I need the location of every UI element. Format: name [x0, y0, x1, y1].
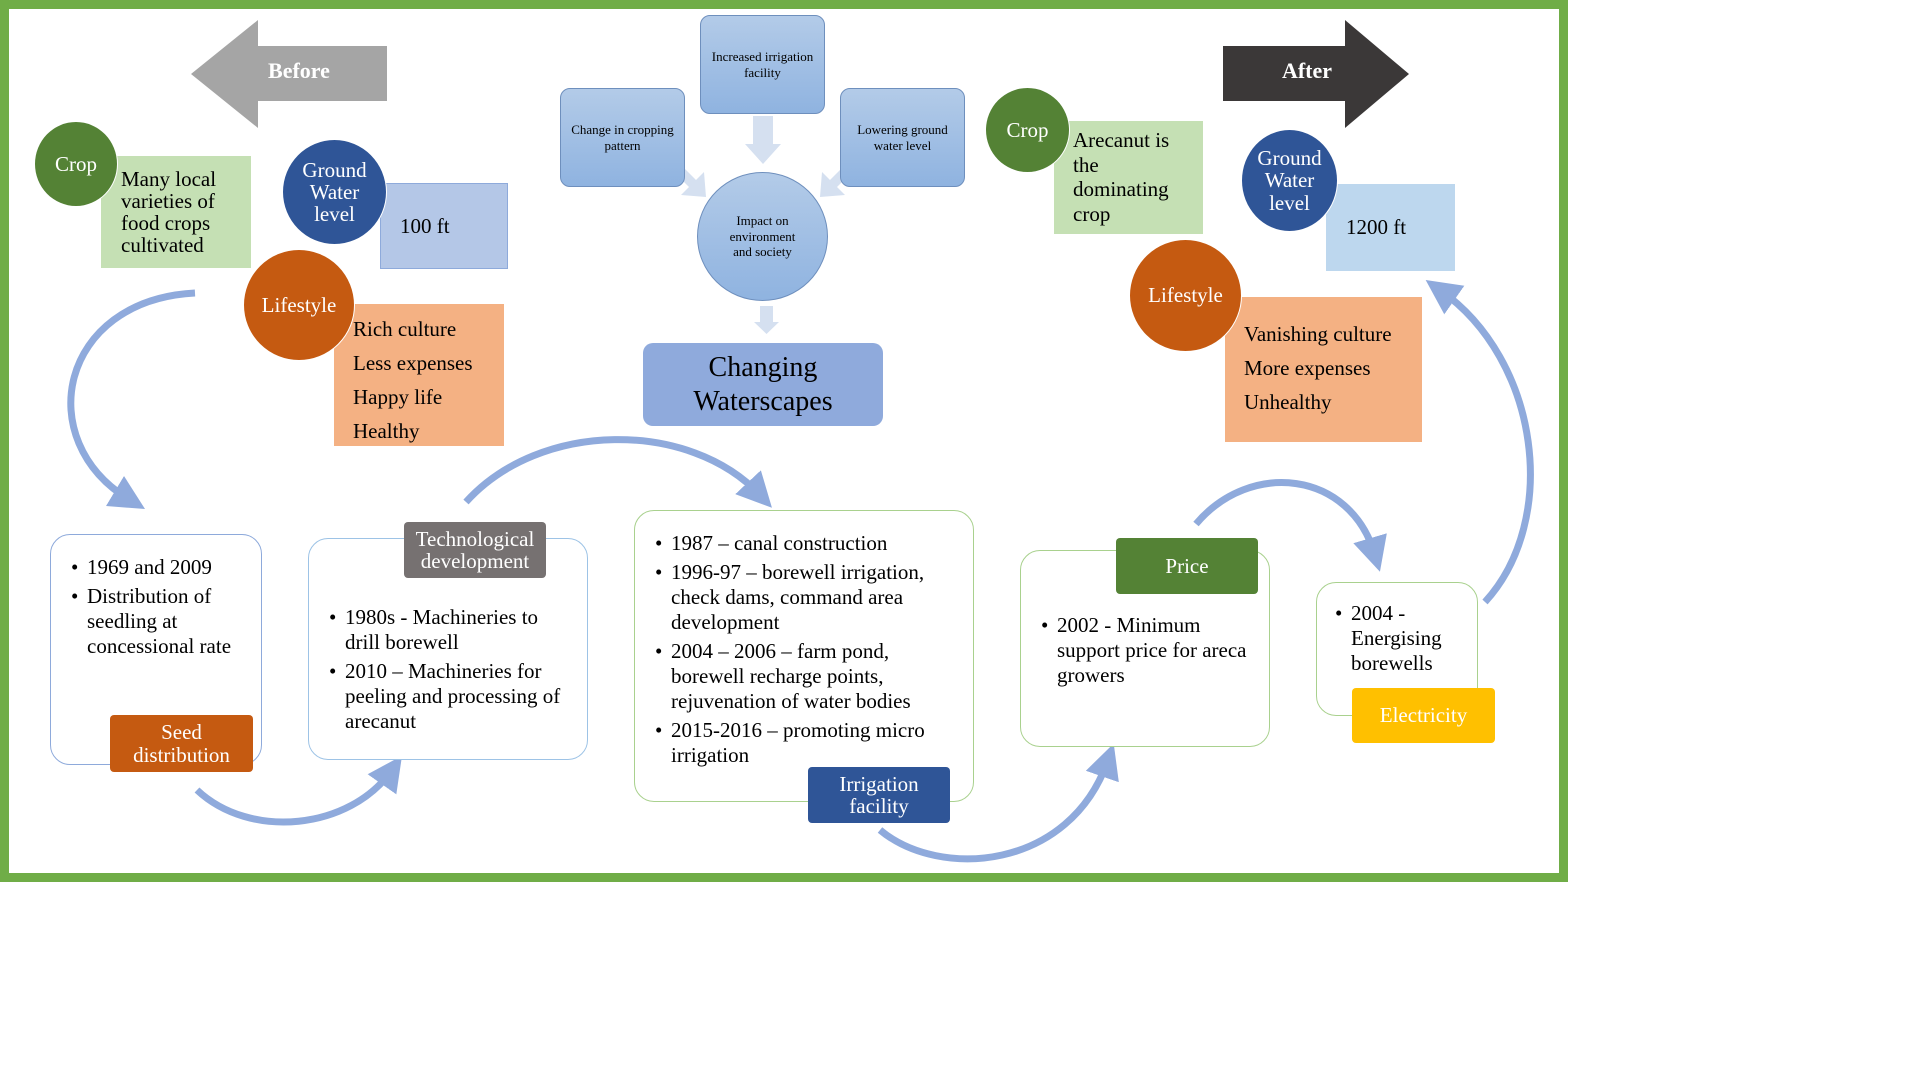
after-water-label-line: level — [1269, 190, 1310, 215]
after-lifestyle-box: Vanishing culture More expenses Unhealth… — [1225, 297, 1422, 442]
before-label: Before — [268, 58, 330, 83]
before-water-label-line: Ground — [302, 157, 367, 182]
before-water-box: 100 ft — [380, 183, 508, 269]
after-crop-label: Crop — [1006, 117, 1049, 142]
after-lifestyle-item: Vanishing culture — [1244, 322, 1392, 346]
before-crop-text-line: varieties of — [121, 188, 215, 213]
before-crop-text-line: food crops — [121, 211, 211, 235]
before-crop-text-line: Many local — [121, 166, 217, 191]
groundwater-lowering-text: Lowering ground water level — [857, 121, 948, 153]
after-crop-box: Arecanut is the dominating crop — [1054, 121, 1203, 234]
after-crop-text-line: crop — [1073, 201, 1111, 226]
before-crop-box: Many local varieties of food crops culti… — [101, 156, 251, 268]
changing-waterscapes-title: Changing Waterscapes — [643, 343, 883, 426]
before-water-label-line: Water — [309, 179, 360, 204]
after-water-label-line: Ground — [1257, 146, 1322, 171]
after-lifestyle-item: Unhealthy — [1244, 390, 1332, 414]
after-lifestyle-label: Lifestyle — [1148, 283, 1223, 308]
before-lifestyle-label: Lifestyle — [261, 292, 337, 317]
electricity-tag: Electricity — [1352, 688, 1495, 743]
before-lifestyle-circle: Lifestyle — [243, 249, 355, 361]
technological-development-tag: Technological development — [404, 522, 546, 578]
price-tag: Price — [1116, 538, 1258, 594]
tech-item: 2010 – Machineries for peeling and proce… — [329, 659, 577, 734]
impact-circle: Impact on environment and society — [697, 172, 828, 301]
before-lifestyle-item: Happy life — [353, 385, 443, 409]
down-arrow-impact — [754, 306, 779, 334]
after-crop-text-line: the — [1073, 152, 1099, 177]
before-lifestyle-box: Rich culture Less expenses Happy life He… — [334, 304, 504, 446]
flow-arrow-electricity-to-lifestyle — [1425, 279, 1534, 605]
diagram-frame — [0, 0, 1568, 882]
after-arrow — [1223, 20, 1409, 128]
groundwater-lowering-box: Lowering ground water level — [840, 88, 965, 187]
before-water-value: 100 ft — [400, 213, 450, 238]
after-water-value: 1200 ft — [1346, 215, 1407, 239]
price-item: 2002 - Minimum support price for areca g… — [1041, 613, 1259, 688]
arrows-layer — [67, 20, 1534, 863]
irrigation-item: 1996-97 – borewell irrigation, check dam… — [655, 560, 963, 635]
after-lifestyle-circle: Lifestyle — [1129, 239, 1242, 352]
before-lifestyle-item: Healthy — [353, 419, 420, 443]
seed-distribution-tag: Seed distribution — [110, 715, 253, 772]
tag-line: Electricity — [1379, 703, 1468, 728]
before-arrow — [191, 20, 387, 128]
tag-line: Technological — [415, 526, 535, 551]
technological-development-card: 1980s - Machineries to drill borewell 20… — [308, 538, 588, 760]
before-lifestyle-item: Rich culture — [353, 317, 457, 341]
tag-line: Irrigation — [839, 771, 919, 796]
seed-item: 1969 and 2009 — [71, 555, 251, 580]
flow-arrow-tech-to-irrigation — [463, 436, 772, 508]
after-lifestyle-item: More expenses — [1244, 356, 1371, 380]
after-water-box: 1200 ft — [1326, 184, 1455, 271]
irrigation-item: 1987 – canal construction — [655, 531, 963, 556]
before-lifestyle-item: Less expenses — [353, 351, 473, 375]
seed-item: Distribution of seedling at concessional… — [71, 584, 251, 659]
tag-line: Seed — [161, 720, 202, 745]
irrigation-facility-text: Increased irrigation facility — [711, 48, 814, 80]
before-crop-label: Crop — [55, 151, 97, 176]
flow-arrow-irrigation-to-price — [877, 743, 1119, 863]
after-water-circle: Ground Water level — [1241, 129, 1338, 232]
flow-arrow-seed-to-tech — [194, 755, 403, 826]
after-label: After — [1281, 58, 1333, 83]
tech-item: 1980s - Machineries to drill borewell — [329, 605, 577, 655]
irrigation-facility-box: Increased irrigation facility — [700, 15, 825, 114]
cropping-pattern-text: Change in cropping pattern — [571, 121, 674, 153]
flow-arrow-price-to-electricity — [1193, 479, 1387, 572]
after-crop-circle: Crop — [985, 87, 1070, 173]
before-crop-circle: Crop — [34, 121, 118, 207]
after-crop-text-line: dominating — [1073, 177, 1169, 201]
before-water-circle: Ground Water level — [282, 139, 387, 245]
after-crop-text-line: Arecanut is — [1073, 128, 1170, 152]
electricity-item: 2004 - Energising borewells — [1335, 601, 1467, 676]
cropping-pattern-box: Change in cropping pattern — [560, 88, 685, 187]
flow-arrow-lifestyle-to-seed — [67, 289, 196, 510]
tag-line: distribution — [133, 742, 230, 767]
title-line: Waterscapes — [693, 386, 833, 417]
after-water-label-line: Water — [1264, 168, 1315, 193]
before-crop-text-line: cultivated — [121, 233, 204, 258]
tag-line: development — [420, 549, 530, 573]
impact-text: Impact on environment and society — [729, 213, 796, 260]
irrigation-facility-tag: Irrigation facility — [808, 767, 950, 823]
irrigation-item: 2004 – 2006 – farm pond, borewell rechar… — [655, 639, 963, 714]
before-water-label-line: level — [314, 202, 355, 227]
irrigation-facility-card: 1987 – canal construction 1996-97 – bore… — [634, 510, 974, 802]
tag-line: Price — [1165, 553, 1209, 578]
down-arrow-irrigation — [745, 116, 781, 164]
title-line: Changing — [708, 352, 818, 383]
tag-line: facility — [849, 794, 909, 818]
irrigation-item: 2015-2016 – promoting micro irrigation — [655, 718, 963, 768]
